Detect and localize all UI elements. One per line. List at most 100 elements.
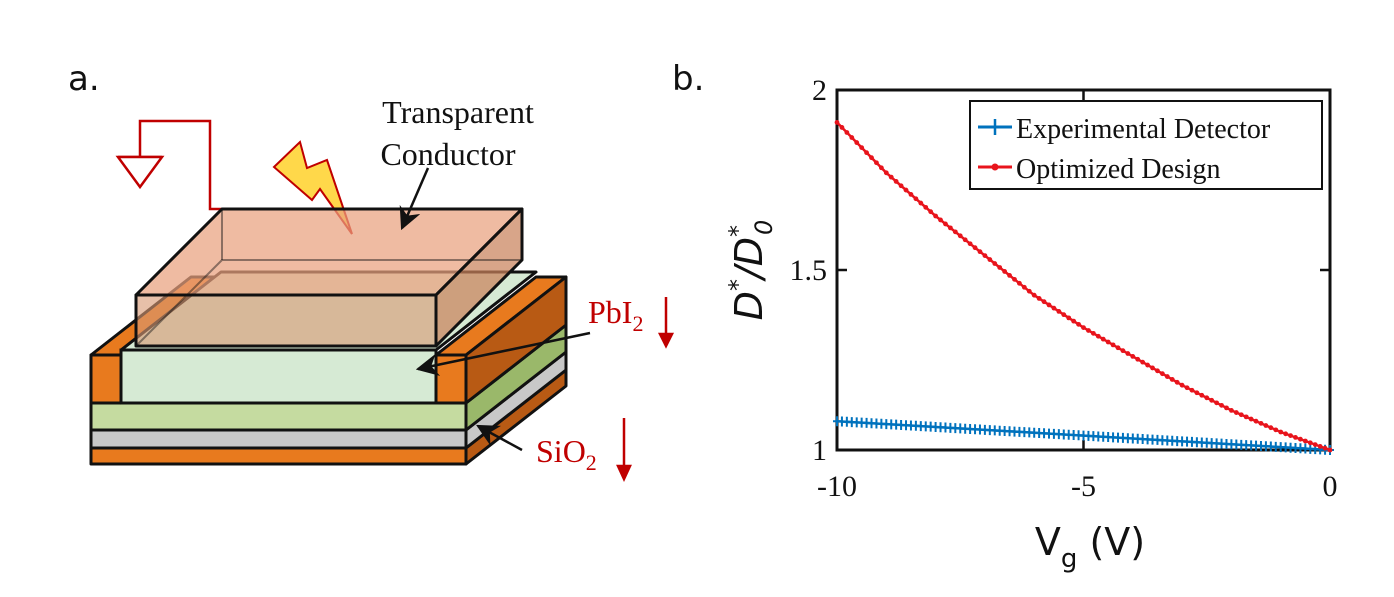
series-point <box>1164 374 1170 379</box>
series-point <box>1298 436 1303 442</box>
series-point <box>1224 405 1229 411</box>
legend-label-experimental: Experimental Detector <box>1016 114 1271 145</box>
series-point <box>1031 292 1037 298</box>
lightning-bolt-icon <box>272 140 353 235</box>
series-point <box>977 249 983 255</box>
series-point <box>997 265 1003 270</box>
x-axis-label: Vg (V) <box>1035 520 1145 574</box>
series-point <box>1229 408 1234 413</box>
panel-a-label: a. <box>68 59 100 99</box>
legend: Experimental Detector Optimized Design <box>969 100 1323 190</box>
series-point <box>1268 425 1274 431</box>
y-axis-label: D*/D*0 <box>724 220 778 321</box>
series-point <box>1278 429 1284 435</box>
series-point <box>1086 328 1091 333</box>
series-point <box>1258 420 1264 426</box>
series-point <box>1194 390 1200 396</box>
legend-marker-experimental <box>987 119 1003 135</box>
series-point <box>1302 438 1308 444</box>
series-point <box>1071 318 1077 324</box>
series-point <box>1105 339 1111 345</box>
series-point <box>1327 447 1333 453</box>
series-point <box>1322 445 1328 451</box>
series-point <box>1036 296 1042 301</box>
series-point <box>982 253 988 258</box>
series-point <box>918 200 924 206</box>
series-point <box>1204 395 1210 401</box>
series-point <box>947 225 953 231</box>
series-point <box>1253 418 1259 424</box>
series-point <box>1273 427 1279 433</box>
series-point <box>1041 299 1047 305</box>
series-point <box>952 229 958 235</box>
series-point <box>1155 368 1160 374</box>
series-point <box>893 179 899 184</box>
series-point <box>1169 377 1175 382</box>
sio2-down-arrow <box>616 418 632 482</box>
y-tick-label: 1 <box>812 434 827 467</box>
series-point <box>913 196 919 202</box>
series-point <box>987 257 993 262</box>
series-point <box>1007 273 1012 278</box>
series-point <box>967 241 973 247</box>
series-point <box>844 130 850 135</box>
series-point <box>1090 330 1096 336</box>
sio2-arrow <box>476 424 523 452</box>
series-point <box>1021 284 1027 290</box>
series-point <box>1293 435 1298 440</box>
y-tick-label: 2 <box>812 74 827 107</box>
pbi2-down-arrow <box>657 297 675 349</box>
conductor-arrow <box>399 167 430 231</box>
series-point <box>1026 288 1032 294</box>
legend-box <box>969 100 1323 190</box>
series-point <box>854 140 860 145</box>
series-point <box>898 183 904 189</box>
series-point <box>1002 269 1008 274</box>
series-point <box>1095 333 1101 339</box>
series-point <box>849 135 855 140</box>
series-point <box>992 261 998 266</box>
series-point <box>1219 402 1224 408</box>
ground-wire <box>115 119 260 211</box>
series-layer <box>833 120 1334 455</box>
series-point <box>928 209 934 215</box>
series-point <box>1100 336 1106 342</box>
series-point <box>878 165 884 171</box>
series-point <box>938 217 943 223</box>
conductor-label-line1: Transparent <box>382 94 534 130</box>
series-point <box>903 187 909 193</box>
x-tick-label: -5 <box>1071 470 1096 503</box>
series-point <box>1110 342 1116 348</box>
panel-a-schematic: a. <box>68 59 675 482</box>
substrate-stack <box>89 323 568 466</box>
legend-marker-optimized <box>991 163 999 171</box>
series-point <box>1150 365 1155 371</box>
pbi2-film-front <box>119 348 438 405</box>
series-point <box>883 170 889 176</box>
series-point <box>859 145 865 151</box>
series-point <box>1179 382 1185 388</box>
series-point <box>908 192 914 197</box>
series-point <box>869 155 874 161</box>
series-point <box>1312 442 1318 447</box>
x-tick-label: -10 <box>817 470 857 503</box>
series-point <box>874 160 879 166</box>
series-point <box>1120 348 1126 354</box>
series-point <box>1017 280 1022 286</box>
series-point <box>957 233 963 239</box>
pbi2-arrow <box>415 331 591 376</box>
sio2-label: SiO2 <box>536 433 597 475</box>
series-point <box>1051 305 1057 311</box>
series-point <box>1012 276 1017 282</box>
series-point <box>1046 302 1052 308</box>
series-point <box>1199 392 1205 398</box>
series-point <box>888 174 894 180</box>
series-point <box>1248 416 1254 422</box>
series-point <box>962 237 968 243</box>
series-point <box>933 213 938 219</box>
series-point <box>1135 356 1141 362</box>
series-point <box>1189 387 1195 393</box>
